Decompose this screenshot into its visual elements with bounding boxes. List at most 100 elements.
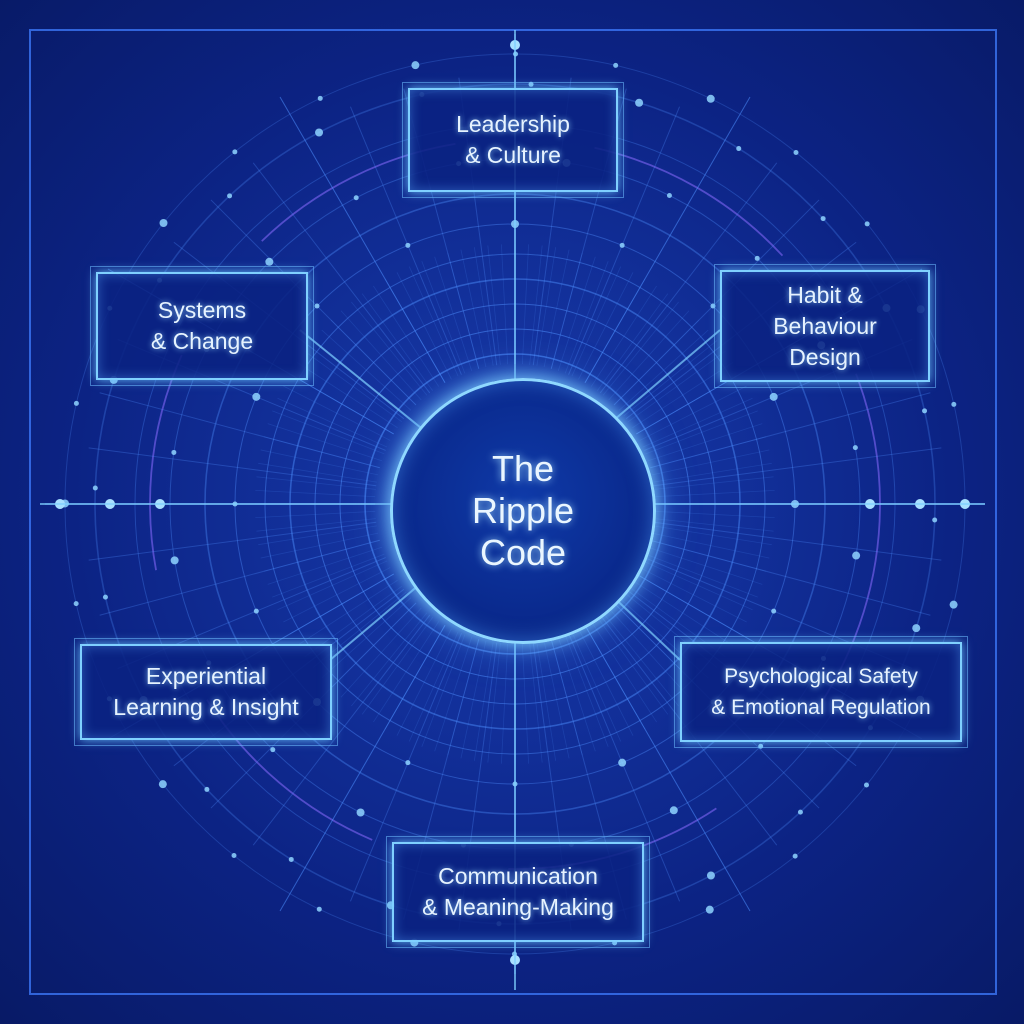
grid-node-dot	[170, 556, 179, 565]
grid-tick	[564, 634, 609, 747]
grid-tick	[351, 612, 428, 707]
grid-node-dot	[635, 98, 644, 107]
grid-node-dot	[252, 392, 261, 401]
grid-tick	[628, 350, 726, 423]
grid-tick	[500, 643, 509, 764]
grid-spoke	[650, 539, 931, 616]
grid-node-dot	[618, 758, 627, 767]
grid-node-dot	[754, 255, 760, 261]
grid-tick	[260, 449, 379, 476]
grid-tick	[258, 462, 377, 483]
grid-spoke	[653, 521, 942, 561]
grid-node-dot	[706, 94, 715, 103]
grid-tick	[487, 643, 501, 763]
grid-node-dot	[314, 303, 320, 309]
grid-tick	[321, 597, 412, 679]
grid-tick	[260, 532, 379, 559]
grid-spoke	[88, 521, 377, 561]
grid-tick	[473, 247, 494, 366]
grid-node-dot	[852, 445, 858, 451]
grid-node-dot	[863, 782, 869, 788]
grid-node-dot	[758, 743, 764, 749]
grid-tick	[654, 518, 774, 532]
grid-node-dot	[353, 195, 359, 201]
grid-tick	[557, 637, 596, 752]
grid-tick	[654, 489, 775, 498]
grid-node-dot	[932, 517, 938, 523]
grid-spoke	[599, 162, 778, 394]
grid-tick	[351, 301, 428, 396]
grid-tick	[283, 567, 391, 623]
node-label: Experiential Learning & Insight	[113, 663, 299, 720]
grid-tick	[408, 266, 459, 377]
grid-tick	[473, 642, 494, 761]
grid-tick	[263, 436, 380, 469]
grid-tick	[536, 642, 557, 761]
grid-tick	[460, 249, 487, 368]
grid-node-dot	[912, 624, 921, 633]
grid-tick	[650, 436, 767, 469]
grid-tick	[639, 567, 747, 623]
grid-tick	[550, 252, 583, 369]
grid-tick	[434, 256, 473, 371]
grid-tick	[571, 266, 622, 377]
grid-tick	[421, 261, 466, 374]
grid-tick	[571, 631, 622, 742]
grid-tick	[613, 319, 700, 406]
grid-spoke	[653, 447, 942, 487]
grid-node-dot	[949, 600, 958, 609]
node-communication-meaning-making: Communication & Meaning-Making	[386, 836, 650, 948]
grid-node-dot	[666, 193, 672, 199]
grid-tick	[584, 625, 646, 730]
grid-tick	[521, 244, 530, 365]
grid-tick	[256, 476, 376, 490]
grid-tick	[272, 410, 385, 455]
grid-node-dot	[171, 449, 177, 455]
grid-spoke	[279, 96, 446, 384]
grid-tick	[536, 247, 557, 366]
grid-tick	[447, 252, 480, 369]
grid-tick	[361, 293, 434, 391]
node-label: Habit & Behaviour Design	[773, 281, 877, 370]
grid-tick	[296, 579, 398, 646]
grid-node-dot	[852, 551, 861, 560]
grid-node-dot	[227, 193, 233, 199]
grid-node-dot	[316, 906, 322, 912]
node-systems-change: Systems & Change	[90, 266, 314, 386]
grid-spoke	[613, 199, 820, 406]
grid-node-dot	[356, 808, 365, 817]
grid-tick	[596, 293, 669, 391]
grid-tick	[529, 245, 543, 365]
grid-node-dot	[232, 149, 238, 155]
node-label: Communication & Meaning-Making	[422, 863, 614, 920]
grid-spoke	[279, 624, 446, 912]
grid-tick	[256, 518, 376, 532]
grid-node-dot	[528, 81, 534, 87]
grid-spoke	[568, 106, 681, 375]
grid-node-dot	[204, 786, 210, 792]
hub-title: The Ripple Code	[471, 448, 575, 573]
grid-spoke	[349, 106, 462, 375]
grid-tick	[636, 373, 741, 435]
grid-node-dot	[253, 608, 259, 614]
node-habit-behaviour-design: Habit & Behaviour Design	[714, 264, 936, 388]
grid-tick	[304, 350, 402, 423]
grid-tick	[550, 639, 583, 756]
grid-tick	[623, 340, 718, 417]
grid-tick	[645, 410, 758, 455]
grid-tick	[648, 546, 763, 585]
grid-tick	[487, 245, 501, 365]
grid-spoke	[99, 392, 380, 469]
grid-tick	[373, 621, 440, 723]
grid-spoke	[349, 633, 462, 902]
grid-tick	[602, 301, 679, 396]
grid-node-dot	[793, 150, 799, 156]
grid-node-dot	[73, 400, 79, 406]
grid-tick	[289, 373, 394, 435]
grid-node-dot	[922, 408, 928, 414]
grid-spoke	[88, 447, 377, 487]
grid-tick	[543, 640, 570, 759]
grid-tick	[384, 278, 446, 383]
grid-node-dot	[411, 61, 420, 70]
